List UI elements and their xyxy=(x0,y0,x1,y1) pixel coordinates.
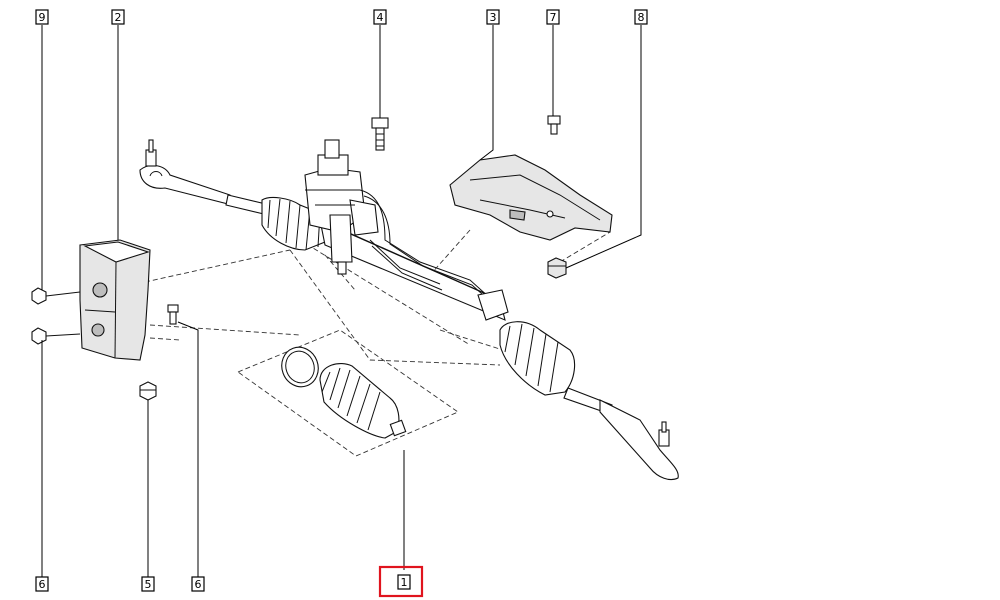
callout-label: 7 xyxy=(550,11,557,24)
boot-kit-part-1 xyxy=(237,329,459,457)
callout-1-highlight xyxy=(378,565,424,598)
nut-part-6-left xyxy=(31,327,81,345)
callout-label: 2 xyxy=(115,11,122,24)
bolt-part-7 xyxy=(547,115,561,135)
bolt-part-4 xyxy=(371,117,389,151)
bellows-boot-kit xyxy=(319,362,407,439)
nut-part-8 xyxy=(547,257,567,279)
steering-rack-assembly xyxy=(139,139,679,481)
callout-5: 5 xyxy=(141,576,155,592)
bracket-part-2 xyxy=(79,239,151,361)
bellows-boot-right xyxy=(499,321,576,396)
nut-part-9 xyxy=(31,287,81,305)
clamp-ring xyxy=(281,346,319,388)
callout-9-top: 9 xyxy=(35,9,49,25)
hydraulic-pipes xyxy=(359,189,493,304)
callout-label: 4 xyxy=(377,11,384,24)
mounting-lug-right xyxy=(477,289,509,321)
leader-lines xyxy=(41,25,642,577)
tie-rod-end-right xyxy=(599,399,679,481)
pinion-housing xyxy=(304,139,379,275)
callout-label: 3 xyxy=(490,11,497,24)
callout-label: 8 xyxy=(638,11,645,24)
callout-label: 6 xyxy=(39,578,46,591)
callout-6-right: 6 xyxy=(191,576,205,592)
callout-3: 3 xyxy=(486,9,500,25)
callout-6-left: 6 xyxy=(35,576,49,592)
callout-7: 7 xyxy=(546,9,560,25)
callout-label: 5 xyxy=(145,578,152,591)
heat-shield-part-3 xyxy=(449,154,613,241)
bolt-part-6-right xyxy=(167,304,179,325)
callout-1[interactable]: 1 xyxy=(378,565,424,598)
tie-rod-end-left xyxy=(139,139,233,206)
callout-2: 2 xyxy=(111,9,125,25)
callout-4: 4 xyxy=(373,9,387,25)
callout-8: 8 xyxy=(634,9,648,25)
nut-part-5 xyxy=(139,381,157,401)
callout-label: 6 xyxy=(195,578,202,591)
callout-label: 1 xyxy=(401,576,408,589)
callout-label: 9 xyxy=(39,11,46,24)
